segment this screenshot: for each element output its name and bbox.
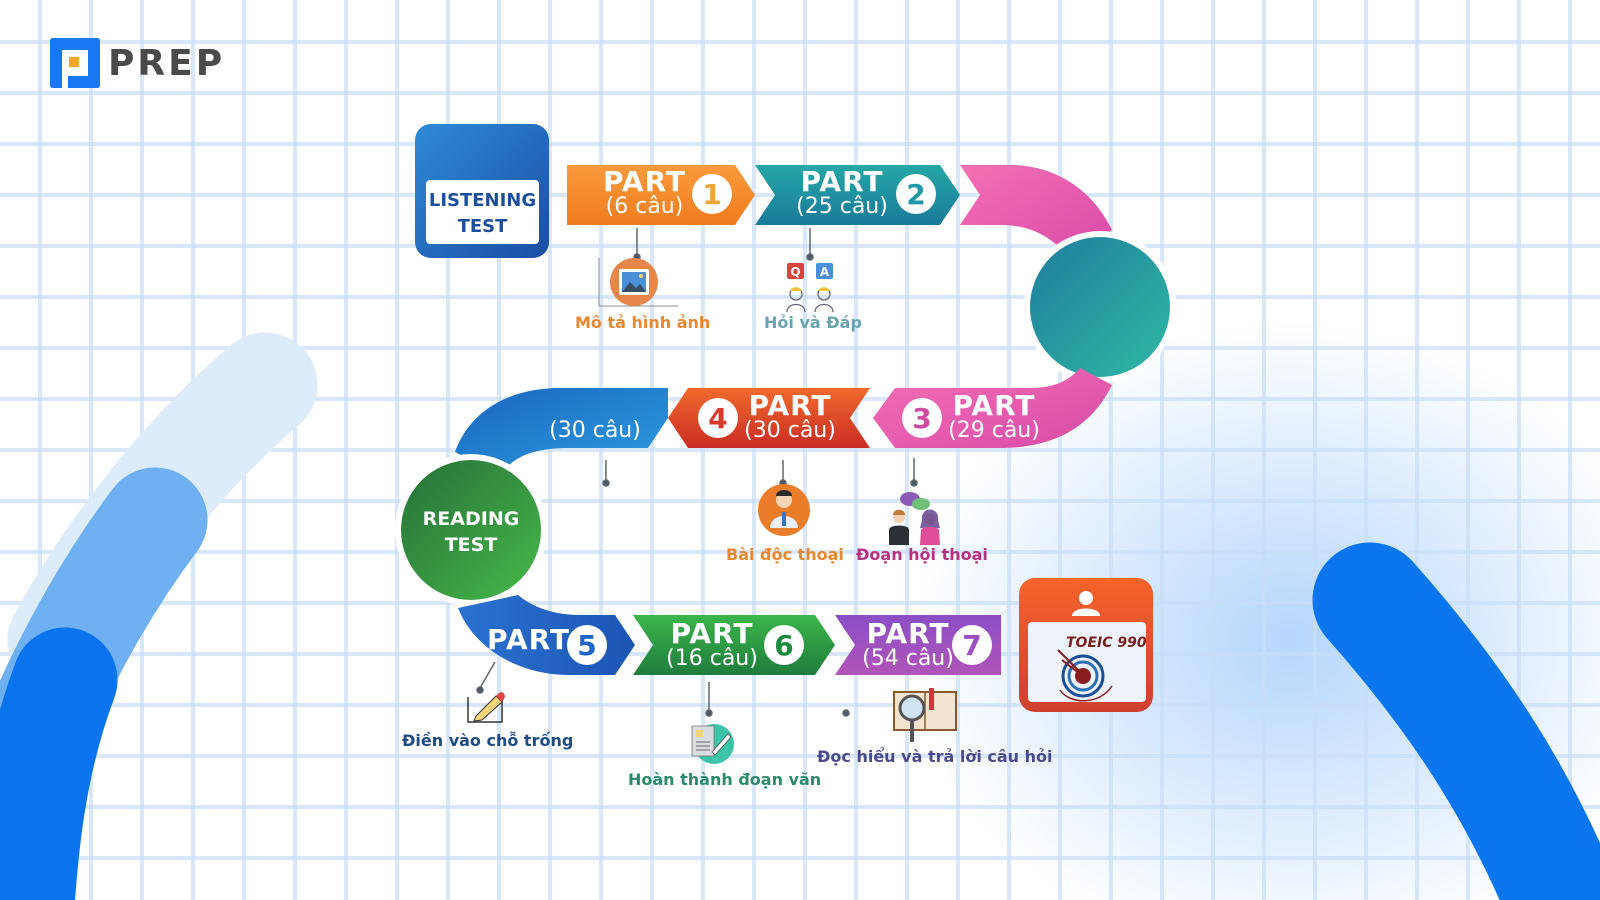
part3-label[interactable]: PART (29 câu) (944, 392, 1044, 442)
reading-title-line2: TEST (444, 533, 498, 556)
reading-intro-count-text: (30 câu) (549, 418, 641, 443)
part2-number-badge: 2 (896, 174, 936, 214)
listening-title-line2: TEST (457, 216, 508, 238)
part6-label[interactable]: PART (16 câu) (664, 620, 760, 670)
part5-number-badge: 5 (567, 625, 607, 665)
svg-text:Q: Q (790, 265, 800, 279)
listening-test-title: LISTENING TEST (426, 188, 539, 240)
reading-title-line1: READING (422, 508, 520, 530)
part3-description: Đoạn hội thoại (856, 545, 988, 564)
toeic-score-text: TOEIC 990 (1066, 635, 1147, 651)
part4-description: Bài độc thoại (726, 545, 844, 564)
part2-title: PART (800, 165, 884, 198)
listening-title-line1: LISTENING (428, 190, 537, 211)
decor-swoosh-dark (0, 627, 118, 900)
part1-number-badge: 1 (692, 174, 732, 214)
part2-description: Hỏi và Đáp (764, 313, 862, 332)
part5-label[interactable]: PART (487, 626, 569, 654)
part3-number-badge: 3 (902, 398, 942, 438)
part4-number-badge: 4 (698, 398, 738, 438)
part2-label[interactable]: PART (25 câu) (788, 168, 896, 218)
part1-count: (6 câu) (605, 194, 684, 219)
document-edit-icon (691, 724, 734, 764)
part1-description: Mô tả hình ảnh (575, 313, 711, 332)
part1-title: PART (602, 165, 687, 198)
part5-description: Điền vào chỗ trống (402, 731, 574, 750)
question-answer-icon: Q A (786, 263, 834, 313)
reading-intro-count: (30 câu) (545, 420, 645, 442)
part3-count: (29 câu) (948, 418, 1040, 443)
magnifier-book-icon (893, 688, 957, 742)
pencil-icon (467, 692, 505, 723)
prep-logo-icon (50, 38, 100, 88)
part3-title: PART (952, 389, 1036, 422)
reading-intro-arc (455, 388, 668, 475)
reading-circle (401, 460, 541, 600)
part7-label[interactable]: PART (54 câu) (860, 620, 956, 670)
part2-count: (25 câu) (796, 194, 888, 219)
speaker-icon (758, 484, 810, 536)
part6-description: Hoàn thành đoạn văn (628, 770, 822, 789)
part4-label[interactable]: PART (30 câu) (740, 392, 840, 442)
decor-swoosh-right (1312, 542, 1600, 900)
part4-count: (30 câu) (744, 418, 836, 443)
part1-label[interactable]: PART (6 câu) (592, 168, 697, 218)
part7-title: PART (866, 617, 950, 650)
svg-text:A: A (820, 265, 830, 279)
part7-count: (54 câu) (862, 646, 954, 671)
part6-number-badge: 6 (764, 625, 804, 665)
part6-count: (16 câu) (666, 646, 758, 671)
part5-title: PART (487, 623, 571, 656)
picture-icon (610, 258, 658, 306)
reading-test-title: READING TEST (405, 507, 537, 558)
part7-description: Đọc hiểu và trả lời câu hỏi (817, 747, 1053, 766)
prep-logo[interactable]: PREP (50, 38, 225, 88)
part7-number-badge: 7 (952, 625, 992, 665)
conversation-icon (889, 492, 940, 545)
part4-title: PART (748, 389, 832, 422)
part6-title: PART (670, 617, 754, 650)
brand-name: PREP (108, 42, 226, 84)
